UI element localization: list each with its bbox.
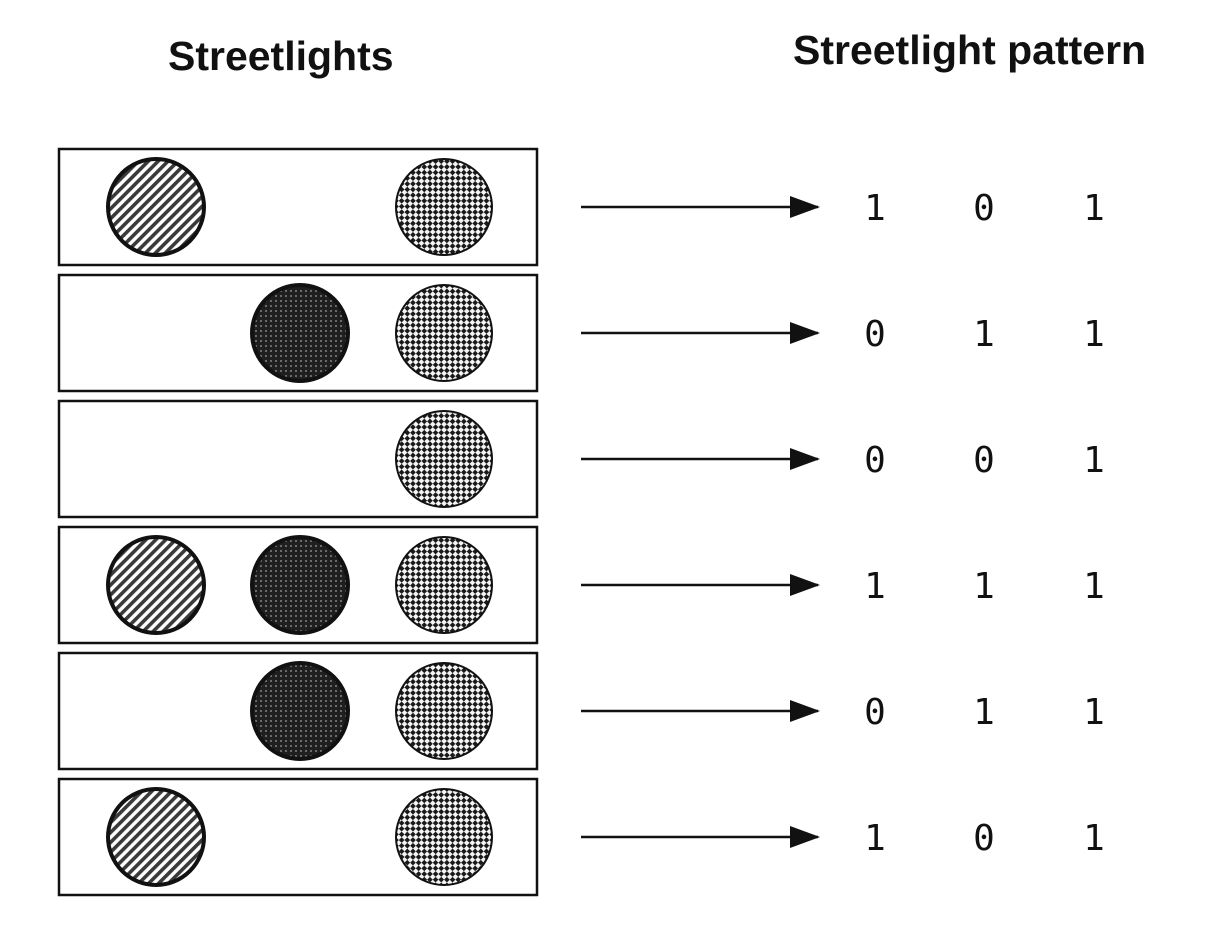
pattern-digit: 1 [1083,188,1105,229]
pattern-digit: 1 [1083,566,1105,607]
pattern-digit: 1 [1083,440,1105,481]
pattern-digit: 1 [1083,818,1105,859]
pattern-digit: 1 [864,188,886,229]
pattern-digit: 1 [864,566,886,607]
middle-light-icon [250,661,350,761]
streetlight-row: 0 1 1 [57,651,1105,771]
pattern-digit: 1 [973,566,995,607]
pattern-digit: 1 [1083,314,1105,355]
pattern-digit: 1 [973,314,995,355]
streetlight-row: 0 1 1 [57,273,1105,393]
pattern-digit: 1 [973,692,995,733]
left-light-icon [106,787,206,887]
streetlight-row: 1 1 1 [57,525,1105,645]
pattern-digit: 0 [973,188,995,229]
pattern-digit: 0 [973,440,995,481]
left-light-icon [106,535,206,635]
pattern-digit: 0 [864,314,886,355]
pattern-digit: 0 [973,818,995,859]
right-light-icon [395,662,493,760]
pattern-digit: 1 [864,818,886,859]
pattern-digit: 1 [1083,692,1105,733]
pattern-digit: 0 [864,440,886,481]
right-light-icon [395,536,493,634]
streetlights-heading: Streetlights [168,33,394,79]
right-light-icon [395,284,493,382]
right-light-icon [395,158,493,256]
streetlight-pattern-heading: Streetlight pattern [793,27,1147,73]
right-light-icon [395,788,493,886]
right-light-icon [395,410,493,508]
middle-light-icon [250,535,350,635]
streetlight-row: 1 0 1 [57,147,1105,267]
middle-light-icon [250,283,350,383]
left-light-icon [106,157,206,257]
streetlight-row: 1 0 1 [57,777,1105,897]
rows-layer: 1 0 1 0 1 1 0 0 1 1 1 1 0 1 1 1 0 1 [57,147,1105,897]
streetlight-row: 0 0 1 [57,399,1105,519]
pattern-digit: 0 [864,692,886,733]
